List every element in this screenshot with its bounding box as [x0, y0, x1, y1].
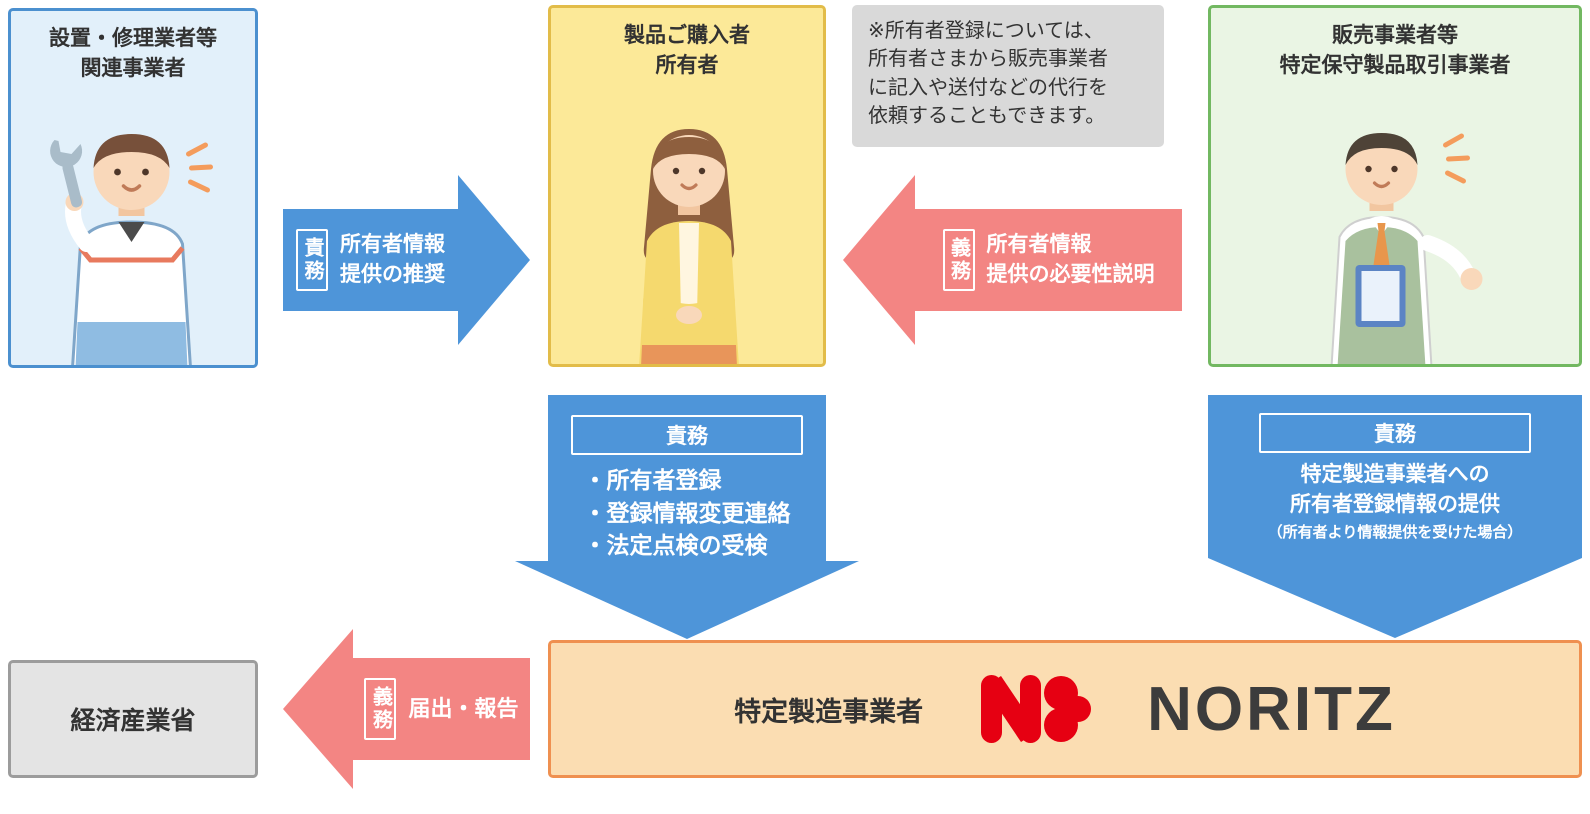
- report-arrow: 義務 届出・報告: [283, 629, 530, 789]
- owner-box: 製品ご購入者 所有者: [548, 5, 826, 367]
- owner-registration-note: ※所有者登録については、 所有者さまから販売事業者 に記入や送付などの代行を 依…: [852, 5, 1164, 147]
- installer-box-title: 設置・修理業者等 関連事業者: [11, 11, 255, 85]
- explain-arrow-head: [843, 175, 915, 345]
- explain-arrow-body: 義務 所有者情報 提供の必要性説明: [915, 209, 1182, 311]
- owner-box-title: 製品ご購入者 所有者: [551, 8, 823, 82]
- report-arrow-head: [283, 629, 353, 789]
- owner-duties-body: 責務 ・所有者登録 ・登録情報変更連絡 ・法定点検の受検: [548, 395, 826, 561]
- owner-illustration: [639, 129, 739, 364]
- owner-duties-arrow: 責務 ・所有者登録 ・登録情報変更連絡 ・法定点検の受検: [515, 395, 859, 639]
- note-line1: ※所有者登録については、: [868, 20, 1104, 42]
- recommend-arrow-body: 責務 所有者情報 提供の推奨: [283, 209, 458, 311]
- owner-duties-list: ・所有者登録 ・登録情報変更連絡 ・法定点検の受検: [584, 464, 791, 562]
- recommend-arrow-text: 所有者情報 提供の推奨: [340, 232, 445, 286]
- explain-obligation-badge: 義務: [942, 229, 975, 291]
- seller-box: 販売事業者等 特定保守製品取引事業者: [1208, 5, 1582, 367]
- ministry-label: 経済産業省: [70, 707, 196, 735]
- installer-title-line1: 設置・修理業者等: [49, 27, 217, 50]
- noritz-wordmark: NORITZ: [1147, 674, 1396, 744]
- installer-box: 設置・修理業者等 関連事業者: [8, 8, 258, 368]
- repair-worker-illustration: [50, 134, 213, 365]
- wrench-icon: [50, 140, 83, 208]
- seller-duty-body: 責務 特定製造事業者への 所有者登録情報の提供 （所有者より情報提供を受けた場合…: [1208, 395, 1582, 558]
- seller-duty-badge: 責務: [1259, 413, 1531, 453]
- note-line4: 依頼することもできます。: [868, 105, 1106, 128]
- owner-duties-arrow-head: [515, 561, 859, 639]
- explain-arrow: 義務 所有者情報 提供の必要性説明: [843, 175, 1182, 345]
- seller-duty-arrow-head: [1208, 558, 1582, 638]
- ministry-box: 経済産業省: [8, 660, 258, 778]
- report-arrow-text: 届出・報告: [408, 696, 519, 722]
- noritz-logo-mark: [981, 675, 1092, 743]
- seller-box-title: 販売事業者等 特定保守製品取引事業者: [1211, 8, 1579, 82]
- installer-title-line2: 関連事業者: [80, 57, 186, 81]
- report-obligation-badge: 義務: [364, 678, 397, 740]
- seller-title-line2: 特定保守製品取引事業者: [1279, 54, 1511, 78]
- owner-title-line2: 所有者: [655, 54, 719, 78]
- note-line3: に記入や送付などの代行を: [868, 76, 1108, 99]
- manufacturer-box: 特定製造事業者 NORITZ: [548, 640, 1582, 778]
- owner-duty-item: ・所有者登録: [583, 467, 722, 493]
- seller-duty-arrow: 責務 特定製造事業者への 所有者登録情報の提供 （所有者より情報提供を受けた場合…: [1208, 395, 1582, 638]
- owner-title-line1: 製品ご購入者: [624, 24, 750, 47]
- recommend-arrow: 責務 所有者情報 提供の推奨: [283, 175, 530, 345]
- explain-arrow-text: 所有者情報 提供の必要性説明: [986, 232, 1155, 286]
- owner-duty-item: ・登録情報変更連絡: [583, 499, 791, 526]
- seller-illustration: [1330, 133, 1483, 364]
- recommend-arrow-head: [458, 175, 530, 345]
- seller-duty-text: 特定製造事業者への 所有者登録情報の提供 （所有者より情報提供を受けた場合）: [1267, 463, 1523, 541]
- owner-duties-badge: 責務: [571, 415, 803, 455]
- seller-title-line1: 販売事業者等: [1332, 24, 1458, 47]
- note-line2: 所有者さまから販売事業者: [868, 48, 1108, 71]
- recommend-duty-badge: 責務: [296, 229, 328, 291]
- owner-duty-item: ・法定点検の受検: [583, 532, 768, 559]
- manufacturer-label: 特定製造事業者: [734, 696, 924, 727]
- report-arrow-body: 義務 届出・報告: [353, 658, 530, 760]
